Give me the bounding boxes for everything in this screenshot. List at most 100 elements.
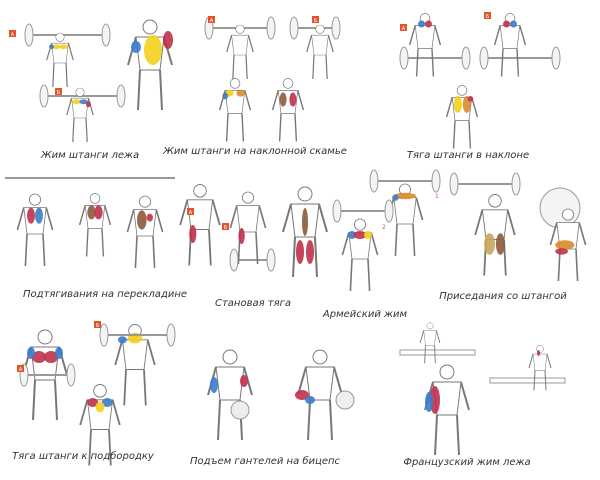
- barbell-plate-icon: [101, 23, 111, 47]
- barbell-plate-icon: [331, 16, 341, 40]
- marker-label: Б: [55, 88, 62, 96]
- caption-military-press: Армейский жим: [322, 309, 408, 320]
- limbs-icon: [78, 205, 112, 257]
- bent-row-figure-2: [493, 13, 527, 77]
- marker-box-icon: [208, 16, 215, 23]
- barbell-plate-icon: [399, 46, 409, 70]
- caption-pull-ups: Подтягивания на перекладине: [22, 289, 188, 300]
- barbell-plate-icon: [461, 46, 471, 70]
- deadlift-figure-2: [229, 191, 267, 265]
- bench-press-figure-2: [66, 87, 94, 143]
- torso-icon: [414, 25, 436, 49]
- torso-icon: [236, 205, 260, 233]
- torso-icon: [499, 25, 521, 49]
- muscle-highlight-icon: [484, 233, 495, 255]
- muscle-highlight-icon: [495, 233, 505, 255]
- upright-row-shoulder-anatomy: [114, 324, 156, 406]
- barbell-plate-icon: [369, 169, 379, 193]
- caption-squat: Приседания со штангой: [439, 291, 567, 302]
- muscle-highlight-icon: [86, 101, 91, 108]
- marker-box-icon: [222, 223, 229, 230]
- muscle-highlight-icon: [348, 231, 356, 239]
- muscle-highlight-icon: [430, 386, 440, 414]
- head-icon: [229, 78, 241, 89]
- marker-box-icon: [400, 24, 407, 31]
- marker-text: Б: [224, 225, 228, 231]
- muscle-highlight-icon: [35, 207, 43, 224]
- incline-press-anatomy-front: [218, 78, 252, 142]
- marker-text: A: [11, 32, 15, 38]
- muscle-highlight-icon: [279, 92, 287, 107]
- barbell-plate-icon: [449, 172, 459, 196]
- head-icon: [426, 322, 434, 330]
- military-press-figure-1: [386, 183, 424, 257]
- marker-label: Б: [484, 12, 491, 20]
- torso-icon: [311, 34, 329, 56]
- muscle-highlight-icon: [163, 31, 173, 49]
- barbell-plate-icon: [266, 16, 276, 40]
- incline-press-figure-2: [306, 24, 334, 80]
- barbell-plate-icon: [539, 187, 581, 229]
- upright-row-back-anatomy: [79, 384, 121, 466]
- muscle-highlight-icon: [49, 44, 54, 50]
- limbs-icon: [549, 222, 587, 282]
- biceps-curl-anatomy: [295, 349, 343, 441]
- step-number: 1: [435, 193, 439, 200]
- torso-icon: [305, 366, 335, 401]
- muscle-highlight-icon: [353, 231, 367, 239]
- caption-upright-row: Тяга штанги к подбородку: [12, 451, 154, 462]
- marker-box-icon: [55, 88, 62, 95]
- head-icon: [55, 32, 65, 42]
- limbs-icon: [306, 35, 334, 80]
- marker-box-icon: [9, 30, 16, 37]
- muscle-highlight-icon: [117, 336, 127, 344]
- caption-french-press: Французский жим лежа: [403, 457, 531, 468]
- muscle-highlight-icon: [131, 41, 141, 53]
- muscle-highlight-icon: [210, 377, 218, 393]
- limbs-icon: [424, 381, 470, 456]
- muscle-highlight-icon: [189, 225, 197, 243]
- muscle-highlight-icon: [289, 92, 297, 107]
- torso-icon: [215, 366, 245, 401]
- step-number: 2: [382, 224, 386, 231]
- barbell-plate-icon: [332, 199, 342, 223]
- head-icon: [315, 24, 325, 34]
- marker-text: Б: [314, 18, 318, 24]
- muscle-highlight-icon: [52, 44, 61, 50]
- muscle-highlight-icon: [32, 351, 46, 363]
- barbell-plate-icon: [266, 248, 276, 272]
- marker-box-icon: [94, 321, 101, 328]
- barbell-plate-icon: [431, 169, 441, 193]
- caption-bench-press: Жим штанги лежа: [40, 150, 140, 161]
- muscle-highlight-icon: [238, 228, 245, 244]
- muscle-highlight-icon: [137, 210, 147, 230]
- bench-press-anatomy: [127, 19, 173, 111]
- incline-press-figure-1: [226, 24, 254, 80]
- marker-text: A: [210, 18, 214, 24]
- marker-text: Б: [96, 323, 100, 329]
- muscle-highlight-icon: [306, 240, 314, 264]
- muscle-highlight-icon: [59, 44, 68, 50]
- bench-icon: [399, 349, 476, 356]
- head-icon: [297, 186, 313, 202]
- marker-label: A: [9, 30, 16, 38]
- head-icon: [222, 349, 238, 365]
- head-icon: [353, 218, 367, 231]
- caption-incline-press: Жим штанги на наклонной скамье: [163, 146, 347, 157]
- head-icon: [439, 364, 455, 380]
- military-press-figure-2: [341, 218, 379, 292]
- muscle-highlight-icon: [146, 213, 153, 222]
- deadlift-anatomy: [282, 186, 328, 278]
- marker-box-icon: [312, 16, 319, 23]
- limbs-icon: [474, 209, 516, 276]
- muscle-highlight-icon: [503, 20, 510, 28]
- dumbbell-icon: [335, 390, 355, 410]
- deadlift-figure-1: [179, 184, 221, 266]
- muscle-highlight-icon: [44, 351, 58, 363]
- muscle-highlight-icon: [87, 205, 96, 220]
- muscle-highlight-icon: [27, 207, 35, 224]
- muscle-highlight-icon: [144, 35, 162, 65]
- squat-figure-2: [549, 208, 587, 282]
- muscle-highlight-icon: [240, 375, 248, 387]
